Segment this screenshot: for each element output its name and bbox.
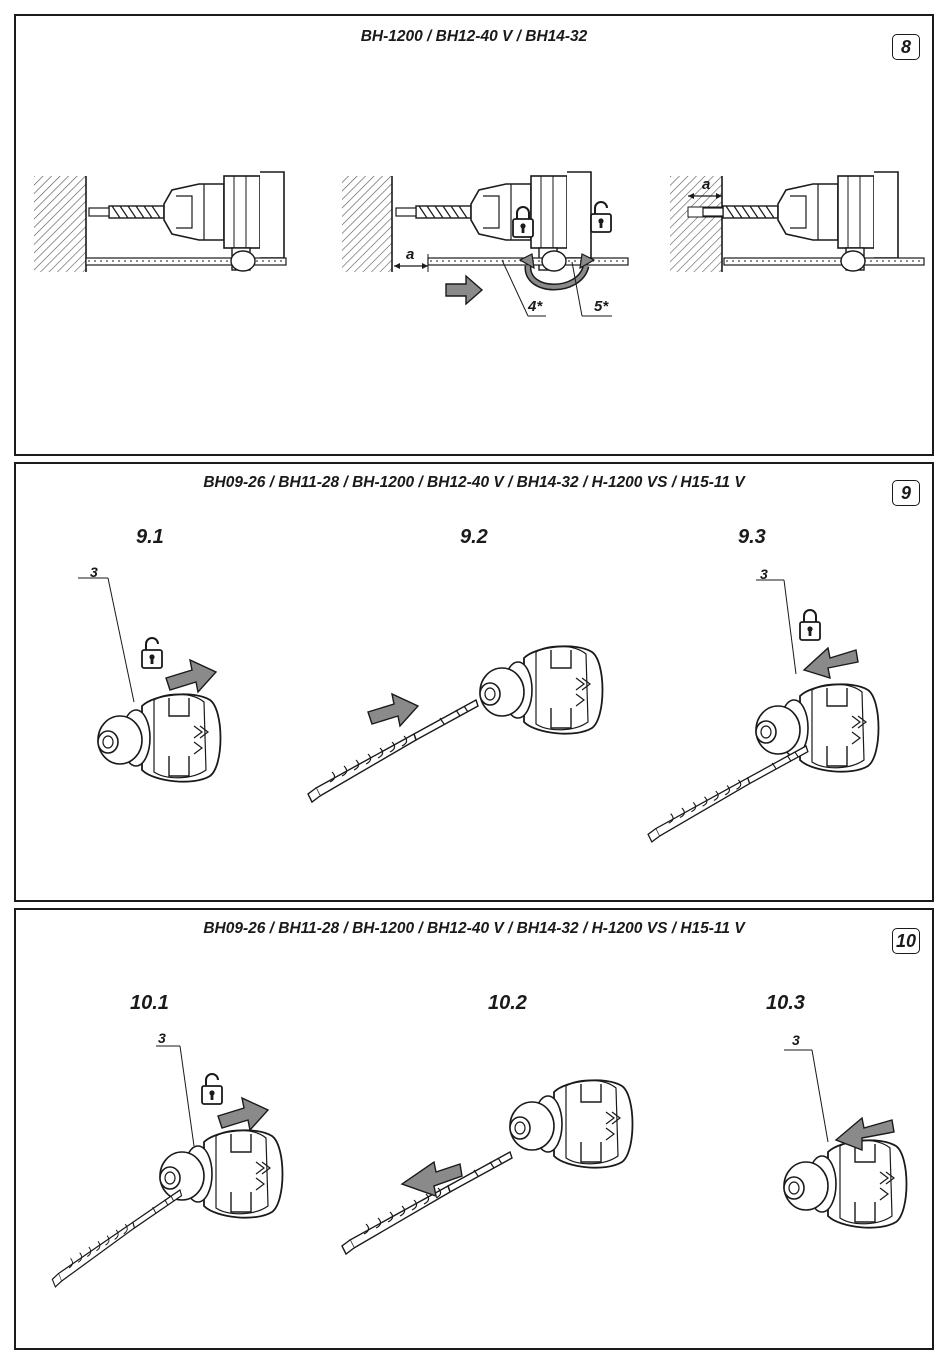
figure-9-illustration	[16, 464, 932, 900]
label-3-step3: 3	[760, 566, 768, 582]
lock-open-icon	[202, 1074, 222, 1104]
figure-8-panel: BH-1200 / BH12-40 V / BH14-32 8	[14, 14, 934, 456]
label-3-step1: 3	[90, 564, 98, 580]
figure-10-step-1	[52, 1046, 282, 1287]
figure-8-illustration	[16, 16, 932, 454]
figure-10-illustration	[16, 910, 932, 1348]
label-3-step3: 3	[792, 1032, 800, 1048]
lock-open-icon	[142, 638, 162, 668]
label-4: 4*	[528, 298, 542, 315]
figure-9-step-1	[78, 578, 221, 782]
figure-10-step-2	[342, 1080, 633, 1254]
figure-9-panel: BH09-26 / BH11-28 / BH-1200 / BH12-40 V …	[14, 462, 934, 902]
figure-8-scene-middle	[342, 172, 628, 316]
lock-closed-icon	[800, 610, 820, 640]
figure-9-step-3	[648, 580, 878, 842]
label-a-right: a	[702, 176, 710, 193]
label-a-middle: a	[406, 246, 414, 263]
lock-open-icon	[591, 202, 611, 232]
figure-10-step-3	[784, 1050, 907, 1228]
push-arrow-icon	[446, 276, 482, 304]
arrow-icon	[166, 660, 216, 692]
label-5: 5*	[594, 298, 608, 315]
label-3-step1: 3	[158, 1030, 166, 1046]
figure-9-step-2	[308, 646, 603, 802]
figure-8-scene-left	[34, 172, 286, 272]
arrow-icon	[804, 648, 858, 678]
figure-10-panel: BH09-26 / BH11-28 / BH-1200 / BH12-40 V …	[14, 908, 934, 1350]
arrow-icon	[218, 1098, 268, 1130]
arrow-icon	[368, 694, 418, 726]
